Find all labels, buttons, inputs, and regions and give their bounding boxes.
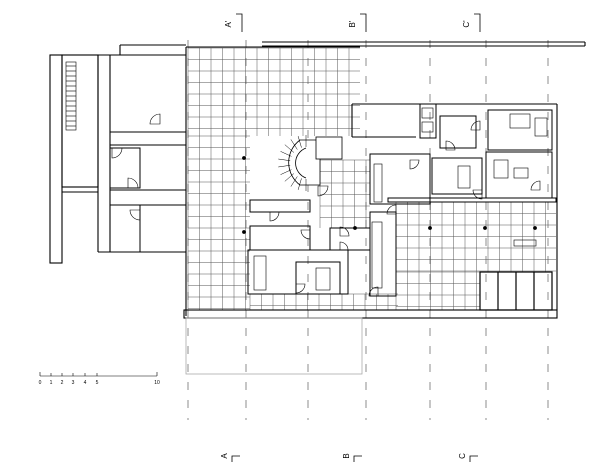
interior-walls: [109, 103, 557, 297]
section-markers: [231, 13, 481, 462]
section-label-c-bottom: C: [458, 453, 467, 459]
section-label-b-bottom: B: [342, 453, 351, 458]
scale-bar: [39, 372, 158, 377]
scale-tick-5: 5: [96, 380, 99, 386]
spiral-staircase: [278, 135, 343, 191]
scale-tick-1: 1: [50, 380, 53, 386]
section-label-b-top: B': [348, 20, 357, 27]
terrace-tile-grid: [187, 47, 556, 310]
section-label-a-top: A': [224, 20, 233, 27]
section-label-c-top: C': [462, 20, 471, 28]
scale-tick-10: 10: [154, 380, 160, 386]
scale-tick-2: 2: [61, 380, 64, 386]
scale-tick-0: 0: [39, 380, 42, 386]
left-staircase: [65, 61, 77, 131]
axis-lines: [187, 40, 549, 420]
ghost-outline: [185, 317, 363, 375]
storage-block: [479, 271, 553, 311]
door-swings: [111, 113, 541, 297]
section-label-a-bottom: A: [220, 453, 229, 459]
fixtures: [242, 107, 548, 291]
scale-tick-3: 3: [72, 380, 75, 386]
scale-tick-4: 4: [84, 380, 87, 386]
